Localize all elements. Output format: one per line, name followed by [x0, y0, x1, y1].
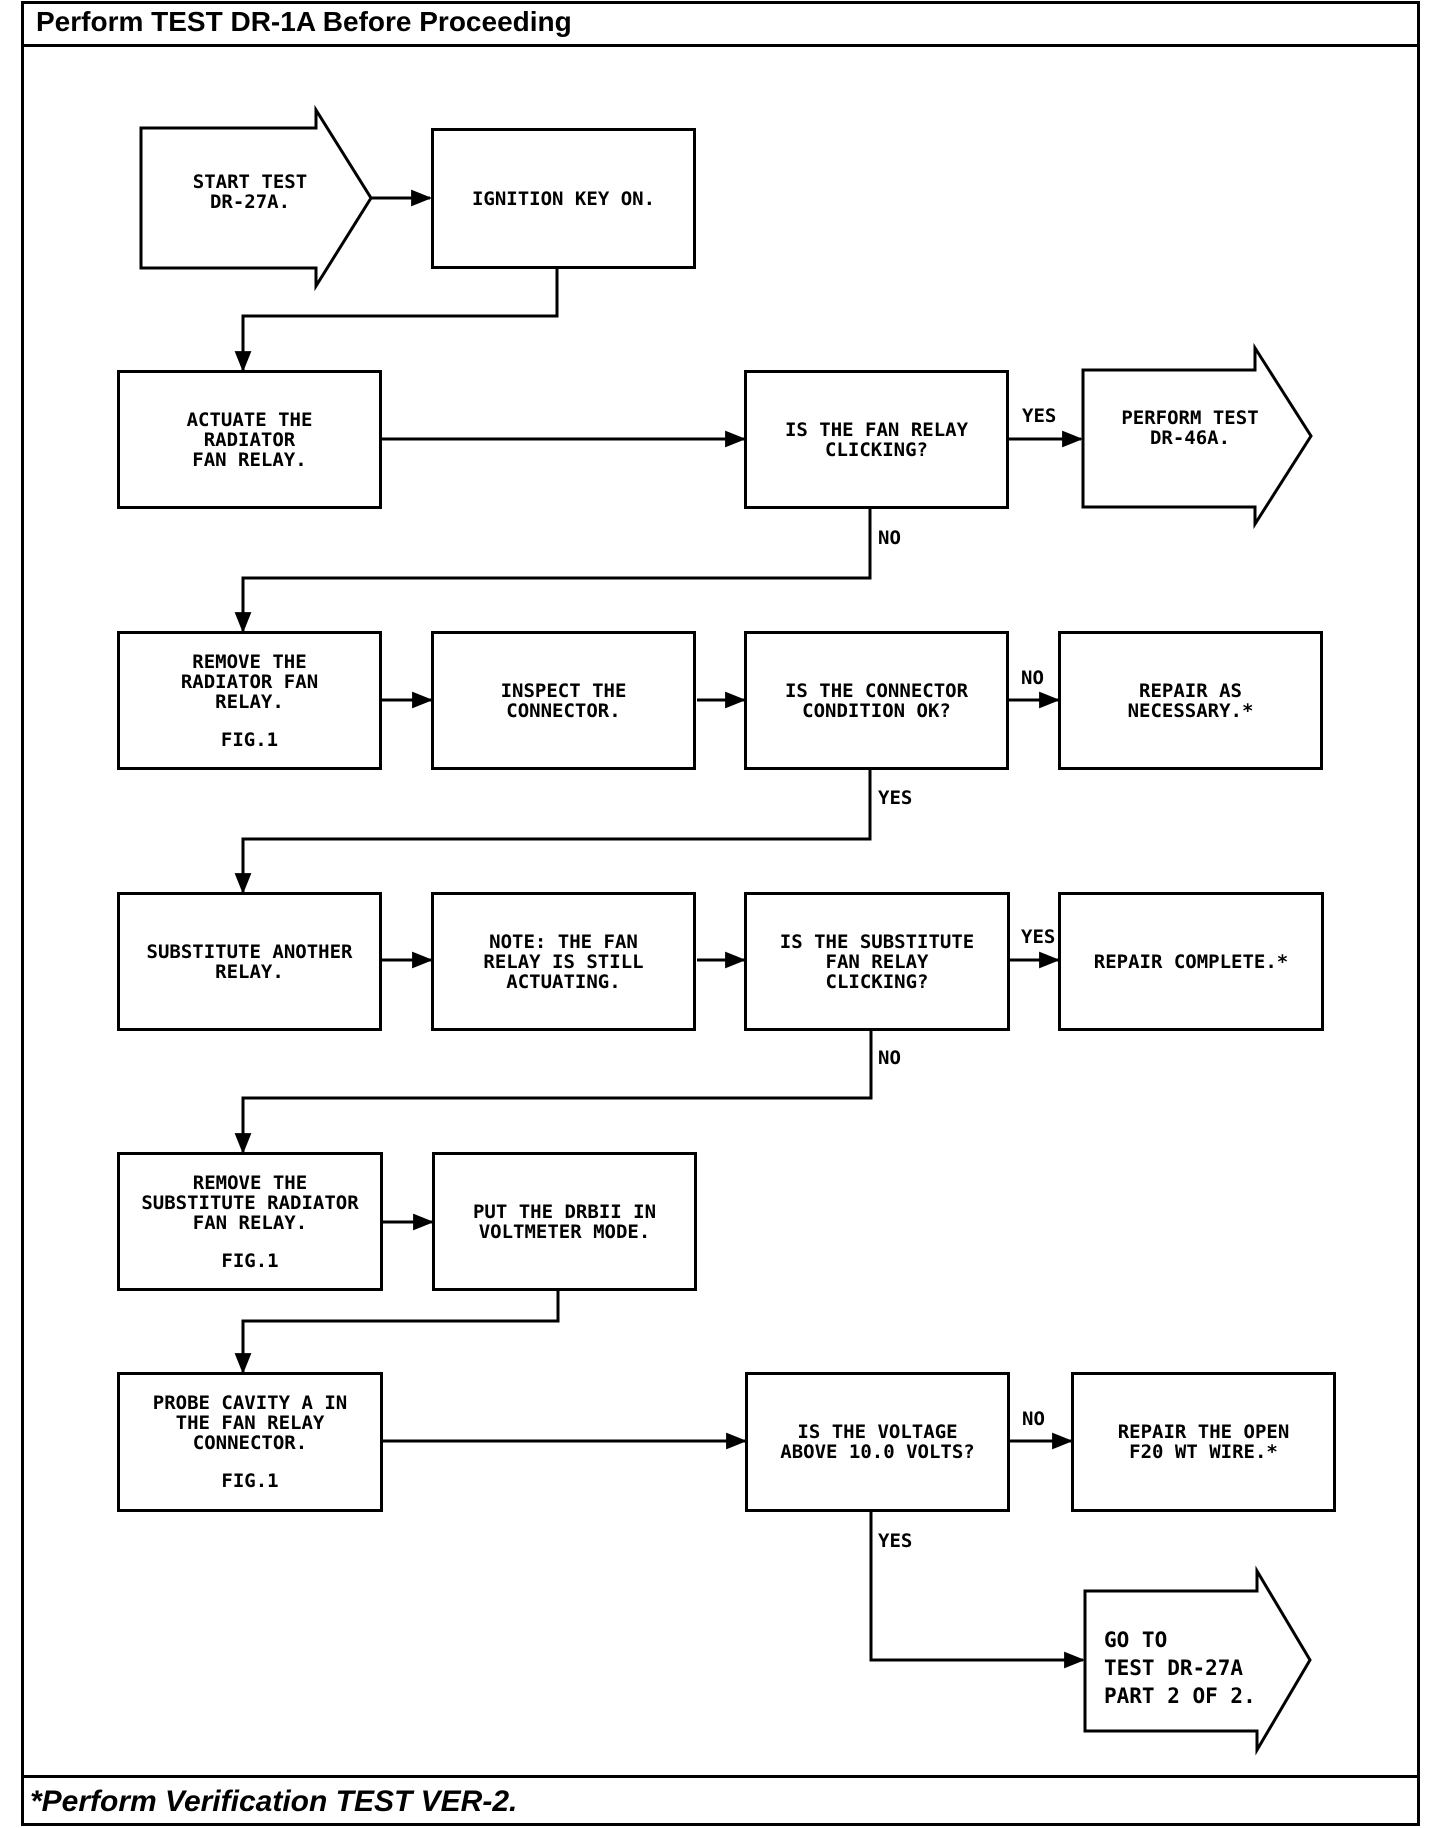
perform-test-line1: PERFORM TEST — [1121, 407, 1259, 429]
start-test-line2: DR-27A. — [209, 191, 291, 213]
goto-line1: GO TO — [1104, 1628, 1168, 1652]
inspect-line1: INSPECT THE — [500, 679, 627, 702]
repair-complete-node: REPAIR COMPLETE.* — [1058, 892, 1324, 1031]
edge-label-conn-no: NO — [1021, 667, 1044, 689]
note-line1: NOTE: THE FAN — [489, 930, 638, 953]
voltage-line1: IS THE VOLTAGE — [797, 1421, 958, 1443]
remove-sub-line2: SUBSTITUTE RADIATOR — [141, 1191, 359, 1214]
connector-ok-decision: IS THE CONNECTOR CONDITION OK? — [744, 631, 1009, 770]
fan-clicking-line2: CLICKING? — [825, 438, 928, 461]
header-title: Perform TEST DR-1A Before Proceeding — [36, 6, 572, 37]
goto-arrow-shape — [1083, 1565, 1312, 1756]
connector-ok-line1: IS THE CONNECTOR — [784, 679, 969, 702]
perform-test-arrow-shape — [1081, 342, 1313, 530]
note-line2: RELAY IS STILL — [483, 950, 644, 973]
edge-label-sub-yes: YES — [1021, 926, 1056, 948]
fan-clicking-line1: IS THE FAN RELAY — [784, 418, 969, 441]
actuate-line1: ACTUATE THE — [186, 408, 313, 431]
drbii-line2: VOLTMETER MODE. — [478, 1220, 651, 1243]
ignition-line1: IGNITION KEY ON. — [471, 187, 656, 210]
drbii-line1: PUT THE DRBII IN — [472, 1200, 657, 1223]
remove-sub-fig: FIG.1 — [221, 1249, 279, 1272]
remove-relay-line1: REMOVE THE — [192, 650, 307, 673]
start-test-node: START TEST DR-27A. — [160, 172, 340, 212]
actuate-node: ACTUATE THE RADIATOR FAN RELAY. — [117, 370, 382, 509]
edge-label-volt-yes: YES — [878, 1530, 913, 1552]
drbii-node: PUT THE DRBII IN VOLTMETER MODE. — [432, 1152, 697, 1291]
note-node: NOTE: THE FAN RELAY IS STILL ACTUATING. — [431, 892, 696, 1031]
edge-label-fan-no: NO — [878, 527, 901, 549]
outer-frame — [21, 1, 1420, 1826]
edge-conn-yes — [234, 770, 872, 895]
repair-open-node: REPAIR THE OPEN F20 WT WIRE.* — [1071, 1372, 1336, 1512]
remove-sub-line1: REMOVE THE — [192, 1171, 308, 1194]
goto-line3: PART 2 OF 2. — [1104, 1684, 1256, 1708]
probe-fig: FIG.1 — [221, 1470, 279, 1492]
voltage-line2: ABOVE 10.0 VOLTS? — [780, 1441, 975, 1463]
probe-node: PROBE CAVITY A IN THE FAN RELAY CONNECTO… — [117, 1372, 383, 1512]
footer-note: *Perform Verification TEST VER-2. — [30, 1785, 518, 1818]
remove-relay-line2: RADIATOR FAN — [180, 670, 319, 693]
edge-label-fan-yes: YES — [1022, 405, 1057, 427]
goto-node: GO TO TEST DR-27A PART 2 OF 2. — [1104, 1626, 1274, 1710]
actuate-line3: FAN RELAY. — [192, 448, 307, 471]
perform-test-line2: DR-46A. — [1149, 427, 1231, 449]
start-arrow-shape — [139, 104, 373, 292]
sub-clicking-line2: FAN RELAY — [825, 950, 929, 973]
edge-fan-no — [234, 508, 872, 634]
edge-label-sub-no: NO — [878, 1047, 901, 1069]
goto-line2: TEST DR-27A — [1104, 1656, 1244, 1680]
sub-clicking-line3: CLICKING? — [825, 970, 929, 993]
probe-line1: PROBE CAVITY A IN — [152, 1392, 348, 1414]
edge-label-volt-no: NO — [1022, 1408, 1045, 1430]
inspect-line2: CONNECTOR. — [506, 699, 621, 722]
ignition-node: IGNITION KEY ON. — [431, 128, 696, 269]
probe-line2: THE FAN RELAY — [175, 1412, 325, 1434]
footer-bar — [21, 1775, 1420, 1826]
repair-necessary-line1: REPAIR AS — [1139, 679, 1242, 702]
connector-ok-line2: CONDITION OK? — [802, 699, 951, 722]
repair-open-line1: REPAIR THE OPEN — [1117, 1421, 1290, 1443]
perform-test-node: PERFORM TEST DR-46A. — [1095, 408, 1285, 448]
voltage-decision: IS THE VOLTAGE ABOVE 10.0 VOLTS? — [745, 1372, 1010, 1512]
edge-drbii-probe — [234, 1291, 560, 1375]
note-line3: ACTUATING. — [506, 970, 621, 993]
edge-label-conn-yes: YES — [878, 787, 913, 809]
repair-complete-line1: REPAIR COMPLETE.* — [1093, 950, 1289, 973]
start-test-line1: START TEST — [192, 171, 308, 193]
sub-clicking-decision: IS THE SUBSTITUTE FAN RELAY CLICKING? — [744, 892, 1010, 1031]
edge-sub-no — [234, 1030, 873, 1155]
edge-ignition-actuate — [234, 268, 559, 373]
edge-volt-yes — [869, 1511, 1086, 1669]
sub-clicking-line1: IS THE SUBSTITUTE — [779, 930, 975, 953]
remove-relay-line3: RELAY. — [215, 690, 284, 713]
remove-sub-line3: FAN RELAY. — [192, 1211, 308, 1234]
remove-relay-fig: FIG.1 — [220, 728, 279, 751]
repair-open-line2: F20 WT WIRE.* — [1129, 1441, 1278, 1463]
substitute-line1: SUBSTITUTE ANOTHER — [146, 940, 353, 963]
probe-line3: CONNECTOR. — [192, 1432, 308, 1454]
repair-necessary-node: REPAIR AS NECESSARY.* — [1058, 631, 1323, 770]
actuate-line2: RADIATOR — [203, 428, 296, 451]
header-bar — [21, 1, 1420, 47]
substitute-line2: RELAY. — [215, 960, 284, 983]
inspect-node: INSPECT THE CONNECTOR. — [431, 631, 696, 770]
repair-necessary-line2: NECESSARY.* — [1127, 699, 1254, 722]
substitute-node: SUBSTITUTE ANOTHER RELAY. — [117, 892, 382, 1031]
remove-relay-node: REMOVE THE RADIATOR FAN RELAY. FIG.1 — [117, 631, 382, 770]
fan-clicking-decision: IS THE FAN RELAY CLICKING? — [744, 370, 1009, 509]
remove-sub-node: REMOVE THE SUBSTITUTE RADIATOR FAN RELAY… — [117, 1152, 383, 1291]
